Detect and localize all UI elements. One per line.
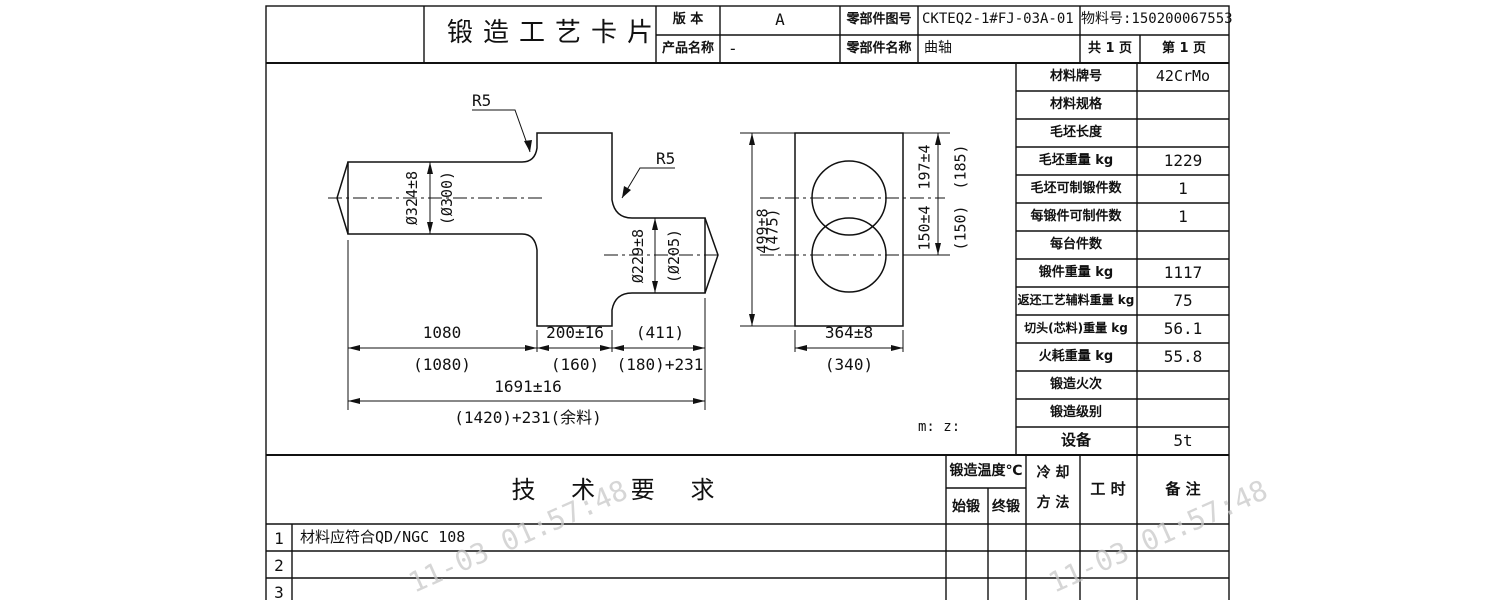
requirement-number: 1: [274, 529, 284, 548]
part-name-value: 曲轴: [924, 40, 952, 56]
width-340: (340): [824, 355, 874, 374]
requirement-text: 材料应符合QD/NGC 108: [300, 528, 466, 546]
length-180: (180)+231: [616, 355, 704, 374]
product-name-value: -: [728, 39, 738, 58]
spec-label: 每台件数: [1049, 237, 1103, 252]
spec-value: 5t: [1173, 431, 1193, 450]
spec-label: 切头(芯料)重量 kg: [1024, 321, 1128, 335]
forge-temp-label: 锻造温度℃: [949, 463, 1023, 479]
spec-value: 1: [1178, 179, 1188, 198]
spec-value: 75: [1173, 291, 1193, 310]
spec-value: 42CrMo: [1155, 67, 1211, 85]
spec-label: 锻件重量 kg: [1038, 265, 1114, 280]
spec-value: 1117: [1163, 263, 1203, 282]
spec-label: 毛坯重量 kg: [1038, 153, 1114, 168]
spec-label: 毛坯长度: [1049, 125, 1103, 140]
spec-label: 锻造火次: [1049, 377, 1103, 392]
end-forging-label: 终锻: [992, 499, 1020, 515]
start-forging-label: 始锻: [952, 499, 980, 515]
requirement-number: 3: [274, 583, 284, 602]
spec-label: 毛坯可制锻件数: [1030, 181, 1122, 196]
length-200: 200±16: [546, 323, 604, 342]
mz-label: m: z:: [918, 419, 961, 435]
requirements-title: 技 术 要 求: [511, 476, 729, 504]
spec-value: 1: [1178, 207, 1188, 226]
spec-label: 返还工艺辅料重量 kg: [1017, 293, 1135, 307]
top-197: 197±4: [915, 144, 934, 190]
drawing-no-value: CKTEQ2-1#FJ-03A-01: [922, 11, 1074, 27]
page-no: 第 1 页: [1161, 41, 1207, 56]
length-160: (160): [550, 355, 600, 374]
total-pages: 共 1 页: [1087, 41, 1133, 56]
spec-value: 56.1: [1163, 319, 1203, 338]
bottom-150: 150±4: [915, 205, 934, 251]
work-hours-label: 工 时: [1090, 480, 1126, 498]
bottom-150-nominal: (150): [951, 205, 970, 251]
remarks-label: 备 注: [1165, 480, 1201, 498]
spec-label: 设备: [1060, 431, 1092, 449]
product-name-label: 产品名称: [661, 41, 715, 56]
requirement-number: 2: [274, 556, 284, 575]
length-total: 1691±16: [494, 377, 562, 396]
height-475: (475): [763, 208, 782, 254]
top-185: (185): [951, 144, 970, 190]
diameter-left-nominal: (Ø300): [438, 170, 457, 226]
version-value: A: [775, 10, 785, 29]
length-411: (411): [635, 323, 685, 342]
width-364: 364±8: [824, 323, 874, 342]
part-name-label: 零部件名称: [846, 41, 912, 56]
diameter-right-nominal: (Ø205): [665, 228, 684, 284]
length-1080: 1080: [422, 323, 462, 342]
drawing-no-label: 零部件图号: [846, 12, 912, 27]
length-1080-nominal: (1080): [413, 355, 471, 374]
material-no: 物料号:150200067553: [1081, 11, 1233, 27]
cooling-label-2: 方 法: [1036, 495, 1070, 511]
spec-label: 材料规格: [1049, 97, 1103, 112]
spec-label: 火耗重量 kg: [1038, 349, 1114, 364]
cooling-label-1: 冷 却: [1036, 465, 1070, 481]
diameter-left: Ø324±8: [403, 170, 422, 226]
radius-label-left: R5: [472, 91, 492, 110]
spec-label: 材料牌号: [1049, 69, 1103, 84]
version-label: 版 本: [672, 12, 704, 27]
spec-label: 每锻件可制件数: [1030, 209, 1122, 224]
page-title: 锻造工艺卡片: [447, 18, 664, 48]
spec-value: 1229: [1163, 151, 1203, 170]
diameter-right: Ø229±8: [629, 228, 648, 284]
spec-value: 55.8: [1163, 347, 1203, 366]
length-total-nominal: (1420)+231(余料): [454, 408, 602, 427]
spec-label: 锻造级别: [1049, 405, 1103, 420]
radius-label-right: R5: [656, 149, 676, 168]
